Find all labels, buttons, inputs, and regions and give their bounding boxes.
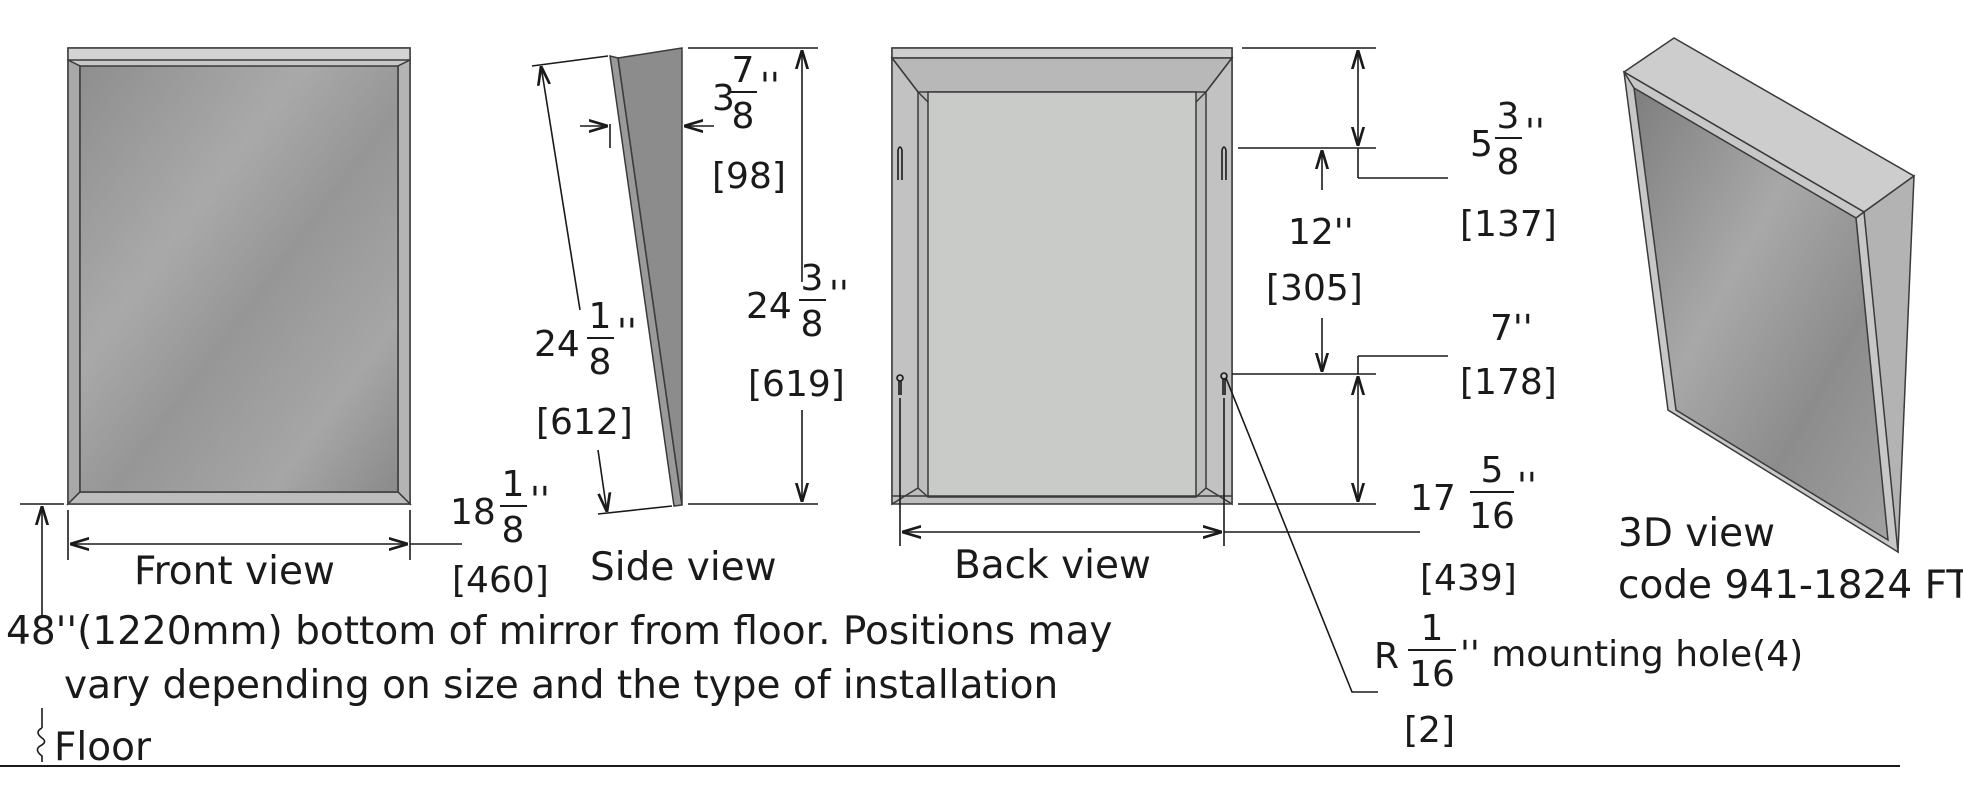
svg-text:'': '' bbox=[530, 480, 550, 521]
svg-text:'': '' bbox=[1517, 466, 1537, 507]
dimension-lines bbox=[0, 47, 1900, 767]
svg-text:[137]: [137] bbox=[1460, 204, 1557, 245]
side-view-label: Side view bbox=[590, 545, 777, 590]
dim-top-offset: 5 3 8 '' [137] bbox=[1460, 96, 1557, 245]
svg-text:3: 3 bbox=[712, 78, 735, 119]
front-view-drawing bbox=[66, 47, 412, 506]
dim-hole-radius: R 1 16 '' mounting hole(4) [2] bbox=[1374, 608, 1803, 751]
svg-text:[2]: [2] bbox=[1404, 710, 1455, 751]
svg-text:24: 24 bbox=[534, 324, 580, 365]
svg-text:1: 1 bbox=[502, 464, 525, 505]
back-view-drawing bbox=[890, 47, 1234, 506]
dim-height: 24 3 8 '' [619] bbox=[746, 258, 849, 405]
svg-text:[178]: [178] bbox=[1460, 362, 1557, 403]
svg-text:17: 17 bbox=[1410, 478, 1456, 519]
product-code: code 941-1824 FT bbox=[1618, 563, 1963, 608]
svg-text:R: R bbox=[1374, 636, 1399, 677]
svg-text:1: 1 bbox=[589, 296, 612, 337]
svg-text:[619]: [619] bbox=[748, 364, 845, 405]
dim-side-diagonal: 24 1 8 '' [612] bbox=[534, 296, 637, 443]
floor-note: 48''(1220mm) bottom of mirror from floor… bbox=[6, 609, 1112, 770]
dim-width: 18 1 8 '' [460] bbox=[450, 464, 550, 601]
svg-text:'': '' bbox=[829, 274, 849, 315]
svg-text:7'': 7'' bbox=[1490, 308, 1533, 349]
dim-hole-spacing: 12'' [305] bbox=[1266, 212, 1363, 309]
iso-view-drawing bbox=[1622, 37, 1916, 554]
svg-text:'': '' bbox=[1525, 112, 1545, 153]
svg-text:8: 8 bbox=[1497, 142, 1520, 183]
mounting-hole-icon bbox=[896, 146, 1228, 395]
svg-text:8: 8 bbox=[732, 96, 755, 137]
svg-text:16: 16 bbox=[1469, 496, 1515, 537]
note-line-2: vary depending on size and the type of i… bbox=[64, 663, 1058, 708]
svg-text:'': '' bbox=[617, 312, 637, 353]
svg-text:12'': 12'' bbox=[1288, 212, 1354, 253]
svg-text:[305]: [305] bbox=[1266, 268, 1363, 309]
svg-text:18: 18 bbox=[450, 492, 496, 533]
dim-side-depth: 3 7 8 '' [98] bbox=[712, 50, 786, 197]
svg-text:8: 8 bbox=[502, 510, 525, 551]
iso-view-label: 3D view bbox=[1618, 511, 1775, 556]
svg-text:'' mounting hole(4): '' mounting hole(4) bbox=[1460, 634, 1803, 675]
back-view-label: Back view bbox=[954, 543, 1151, 588]
dim-hole-span: 17 5 16 '' [439] bbox=[1410, 450, 1537, 599]
svg-text:[98]: [98] bbox=[712, 156, 786, 197]
svg-text:1: 1 bbox=[1421, 608, 1444, 649]
svg-text:8: 8 bbox=[801, 304, 824, 345]
svg-text:3: 3 bbox=[801, 258, 824, 299]
svg-text:'': '' bbox=[760, 66, 780, 107]
svg-text:3: 3 bbox=[1497, 96, 1520, 137]
svg-text:[612]: [612] bbox=[536, 402, 633, 443]
svg-text:5: 5 bbox=[1470, 124, 1493, 165]
svg-text:24: 24 bbox=[746, 286, 792, 327]
front-view-label: Front view bbox=[134, 549, 335, 594]
svg-text:[460]: [460] bbox=[452, 560, 549, 601]
svg-text:8: 8 bbox=[589, 342, 612, 383]
svg-text:16: 16 bbox=[1409, 654, 1455, 695]
floor-label: Floor bbox=[54, 725, 152, 770]
note-line-1: 48''(1220mm) bottom of mirror from floor… bbox=[6, 609, 1112, 654]
svg-text:5: 5 bbox=[1481, 450, 1504, 491]
svg-text:[439]: [439] bbox=[1420, 558, 1517, 599]
side-view-drawing bbox=[609, 47, 683, 507]
svg-text:7: 7 bbox=[732, 50, 755, 91]
dim-bottom-offset: 7'' [178] bbox=[1460, 308, 1557, 403]
